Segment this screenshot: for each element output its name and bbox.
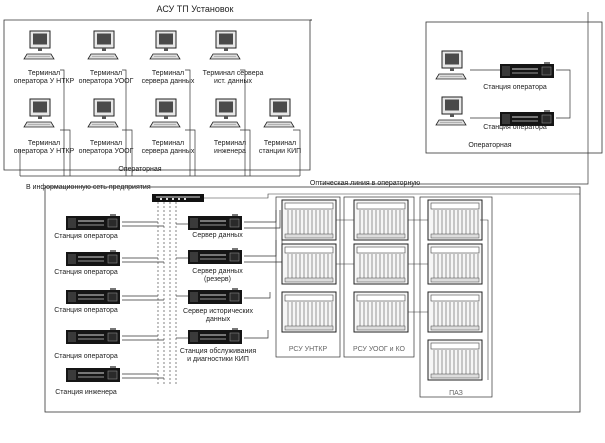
server-icon [187,287,243,305]
optic-line-label: Оптическая линия в операторную [309,180,421,187]
module-unktr-3 [281,291,337,333]
terminal-pc-icon [23,30,55,60]
terminal-pc-icon [87,30,119,60]
cabinet-label: РСУ УНТКР [288,346,328,353]
server-icon [187,213,243,231]
lower-frame [44,186,581,413]
module-unktr-2 [281,243,337,285]
module-paz-2 [427,243,483,285]
left-station-icon [65,213,121,231]
remote-operator-frame [425,21,603,154]
remote-pc-icon [435,50,467,80]
page-title: АСУ ТП Установок [156,4,234,14]
terminal-links [19,69,301,177]
module-paz-4 [427,339,483,381]
network-switch [152,194,204,202]
network-label: В информационную сеть предприятия [26,184,151,191]
left-station-icon [65,249,121,267]
cabinet-frames [275,196,493,398]
remote-station-label: Станция оператора [483,124,547,131]
terminal-pc-icon [149,30,181,60]
operator-room-label: Операторная [118,166,162,173]
remote-links [320,12,589,185]
terminal-pc-icon [263,98,295,128]
left-station-label: Станция инженера [55,389,117,396]
module-paz-3 [427,291,483,333]
backbone [157,193,580,384]
server-label: Сервер данных [192,232,243,239]
terminal-pc-icon [87,98,119,128]
module-uoog-3 [353,291,409,333]
remote-room-label: Операторная [468,142,512,149]
left-station-label: Станция оператора [54,233,118,240]
cabinet-label: ПАЗ [449,390,463,397]
server-icon [187,327,243,345]
terminal-pc-icon [23,98,55,128]
left-station-icon [65,327,121,345]
left-station-label: Станция оператора [54,353,118,360]
left-station-icon [65,365,121,383]
remote-station-label: Станция оператора [483,84,547,91]
server-label: Сервер данных(резерв) [192,268,243,283]
remote-pc-icon [435,96,467,126]
asutp-frame [3,19,311,171]
left-station-icon [65,287,121,305]
remote-station-icon [499,61,555,79]
terminal-pc-icon [209,98,241,128]
cabinet-label: РСУ УООГ и КО [353,346,405,353]
module-uoog-2 [353,243,409,285]
left-station-label: Станция оператора [54,307,118,314]
terminal-pc-icon [149,98,181,128]
terminal-pc-icon [209,30,241,60]
module-paz-1 [427,199,483,241]
server-icon [187,247,243,265]
module-uoog-1 [353,199,409,241]
cabinet-links [336,219,489,380]
module-unktr-1 [281,199,337,241]
left-station-label: Станция оператора [54,269,118,276]
